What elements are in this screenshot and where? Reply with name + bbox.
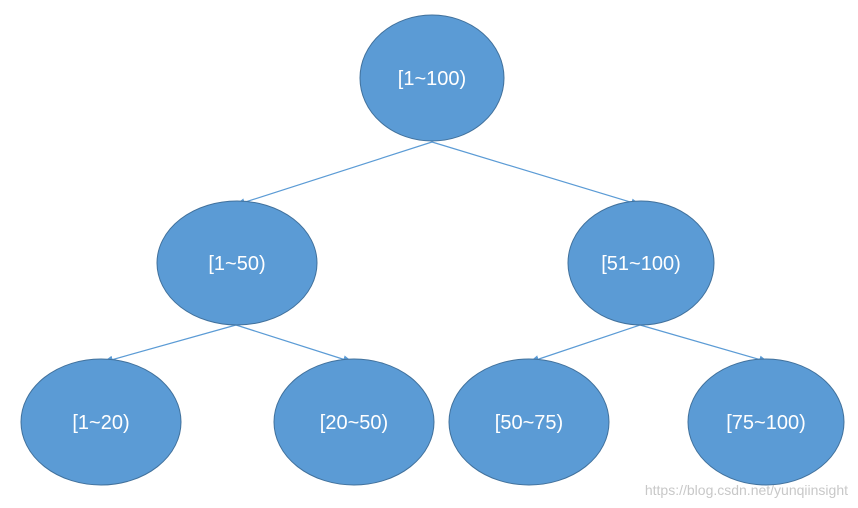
edge-root-right	[431, 141, 641, 207]
node-right-right-label: [75~100)	[726, 412, 806, 434]
node-left-left: [1~20)	[20, 358, 182, 486]
node-right: [51~100)	[567, 200, 715, 326]
node-right-left-ellipse	[448, 358, 610, 486]
node-left-label: [1~50)	[208, 253, 265, 275]
node-root: [1~100)	[359, 14, 505, 142]
node-root-label: [1~100)	[398, 68, 466, 90]
node-right-ellipse	[567, 200, 715, 326]
node-root-ellipse	[359, 14, 505, 142]
node-left-left-ellipse	[20, 358, 182, 486]
node-left-left-label: [1~20)	[72, 412, 129, 434]
edge-right-right-right	[639, 324, 769, 364]
edge-left-left-right	[235, 324, 353, 364]
node-left-right-ellipse	[273, 358, 435, 486]
node-right-left-label: [50~75)	[495, 412, 563, 434]
edge-left-left-left	[103, 324, 237, 364]
edge-root-left	[235, 141, 433, 207]
node-left-right-label: [20~50)	[320, 412, 388, 434]
node-right-label: [51~100)	[601, 253, 681, 275]
node-left-right: [20~50)	[273, 358, 435, 486]
watermark-text: https://blog.csdn.net/yunqiinsight	[645, 482, 848, 498]
node-right-right-ellipse	[687, 358, 845, 486]
node-right-right: [75~100)	[687, 358, 845, 486]
edge-right-right-left	[529, 324, 641, 363]
node-right-left: [50~75)	[448, 358, 610, 486]
node-left: [1~50)	[156, 200, 318, 326]
edges	[103, 141, 769, 364]
node-left-ellipse	[156, 200, 318, 326]
